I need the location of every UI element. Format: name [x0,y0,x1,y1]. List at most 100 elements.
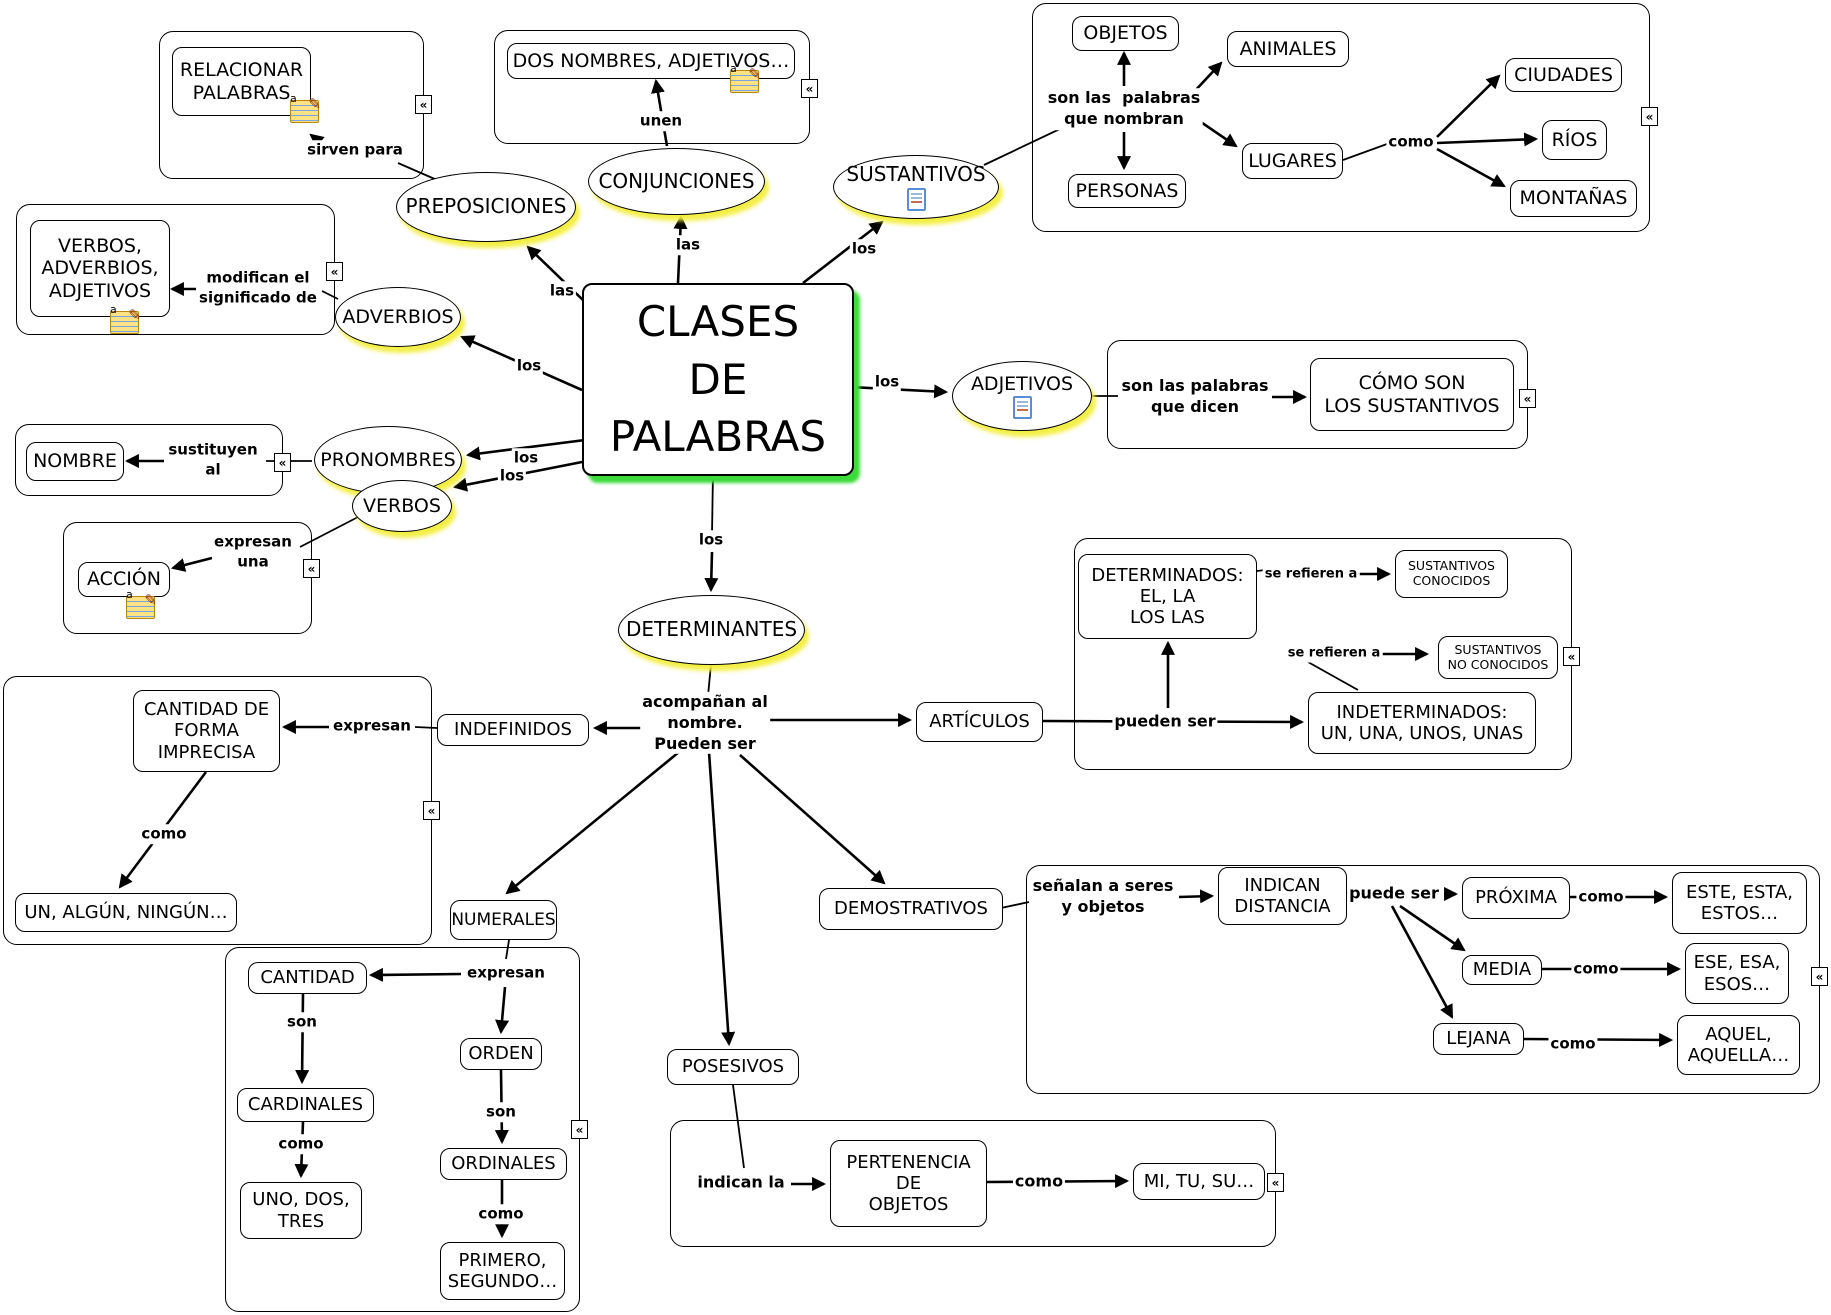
link-modifican-el-significado[interactable]: modifican el significado de [197,268,319,308]
link-los-adverbios[interactable]: los [514,356,544,376]
link-como-proxima[interactable]: como [1576,887,1626,907]
node-articulos[interactable]: ARTÍCULOS [916,702,1043,742]
link-expresan-indefinidos[interactable]: expresan [331,716,413,736]
node-cardinales[interactable]: CARDINALES [237,1088,374,1122]
chevron-accion-collapse-icon[interactable]: « [303,559,320,578]
node-indeterminados[interactable]: INDETERMINADOS: UN, UNA, UNOS, UNAS [1308,692,1536,754]
node-demostrativos-label: DEMOSTRATIVOS [834,898,988,920]
node-media[interactable]: MEDIA [1462,955,1542,985]
link-los-determinantes[interactable]: los [696,530,726,550]
node-como-son-los-sustantivos[interactable]: CÓMO SON LOS SUSTANTIVOS [1310,358,1514,431]
node-este-esta-estos[interactable]: ESTE, ESTA, ESTOS… [1672,872,1807,934]
link-como-media[interactable]: como [1571,959,1621,979]
link-como-posesivos[interactable]: como [1012,1171,1066,1193]
note-accion-annotation-icon[interactable]: a✎ [126,588,157,619]
link-como-ordinales[interactable]: como [476,1204,526,1224]
node-numerales[interactable]: NUMERALES [450,900,557,940]
node-ciudades[interactable]: CIUDADES [1505,58,1622,92]
link-son-las-palabras-que-dicen[interactable]: son las palabras que dicen [1119,376,1271,418]
node-rios[interactable]: RÍOS [1542,120,1607,160]
node-verbos-adverbios-adjetivos[interactable]: VERBOS, ADVERBIOS, ADJETIVOS [30,220,170,317]
link-expresan-numerales[interactable]: expresan [465,963,547,983]
link-son-ordinales[interactable]: son [484,1102,518,1122]
chevron-adjetivos-collapse-icon[interactable]: « [1519,389,1536,408]
node-clases-de-palabras[interactable]: CLASES DE PALABRAS [582,283,854,476]
chevron-sustantivos-collapse-icon[interactable]: « [1641,107,1658,126]
node-relacionar-palabras[interactable]: RELACIONAR PALABRAS [172,47,311,116]
link-unen[interactable]: unen [637,111,685,131]
chevron-indefinidos-collapse-icon[interactable]: « [423,801,440,820]
link-las-preposiciones[interactable]: las [547,281,577,301]
node-orden[interactable]: ORDEN [460,1038,542,1070]
chevron-nombre-collapse-icon[interactable]: « [274,453,291,472]
link-los-sustantivos[interactable]: los [849,239,879,259]
node-lejana[interactable]: LEJANA [1433,1023,1524,1055]
ellipse-conjunciones[interactable]: CONJUNCIONES [588,148,765,215]
ellipse-preposiciones[interactable]: PREPOSICIONES [396,172,576,242]
link-senalan-a-seres[interactable]: señalan a seres y objetos [1030,876,1176,918]
node-ordinales[interactable]: ORDINALES [440,1148,567,1180]
note-relacionar-annotation-icon[interactable]: a✎ [290,92,321,123]
chevron-articulos-collapse-icon[interactable]: « [1563,647,1580,666]
link-puede-ser[interactable]: puede ser [1347,883,1441,905]
node-lugares[interactable]: LUGARES [1242,143,1343,179]
note-dos-nombres-annotation-icon[interactable]: a✎ [730,62,761,93]
link-como-lejana[interactable]: como [1548,1034,1598,1054]
link-los-verbos[interactable]: los [497,466,527,486]
node-ese-esa-esos[interactable]: ESE, ESA, ESOS… [1685,943,1789,1004]
node-primero-segundo[interactable]: PRIMERO, SEGUNDO… [440,1242,565,1300]
link-se-refieren-a-2[interactable]: se refieren a [1285,645,1383,663]
node-sustantivos-no-conocidos[interactable]: SUSTANTIVOS NO CONOCIDOS [1438,636,1558,679]
ellipse-adverbios[interactable]: ADVERBIOS [335,287,461,347]
node-aquel-aquella[interactable]: AQUEL, AQUELLA… [1677,1015,1800,1075]
node-posesivos[interactable]: POSESIVOS [667,1049,799,1085]
link-son-las-palabras-que-nombran[interactable]: son las palabras que nombran [1045,88,1203,130]
node-un-algun-ningun[interactable]: UN, ALGÚN, NINGÚN… [15,893,237,932]
link-los-adjetivos[interactable]: los [872,372,902,392]
link-pueden-ser[interactable]: pueden ser [1112,711,1218,733]
node-sustantivos-conocidos[interactable]: SUSTANTIVOS CONOCIDOS [1395,550,1508,598]
node-montanas[interactable]: MONTAÑAS [1510,180,1637,217]
node-mi-tu-su[interactable]: MI, TU, SU… [1133,1163,1265,1200]
link-como-lugares[interactable]: como [1386,132,1436,152]
chevron-dos-nombres-collapse-icon[interactable]: « [801,79,818,98]
ellipse-determinantes[interactable]: DETERMINANTES [618,595,805,665]
node-pertenencia-de-objetos[interactable]: PERTENENCIA DE OBJETOS [830,1140,987,1227]
node-proxima[interactable]: PRÓXIMA [1462,877,1570,919]
link-sustituyen-al[interactable]: sustituyen al [166,440,260,480]
link-las-conjunciones[interactable]: las [673,235,703,255]
node-demostrativos[interactable]: DEMOSTRATIVOS [819,888,1003,930]
link-los-pronombres[interactable]: los [511,448,541,468]
link-acompanan-al-nombre[interactable]: acompañan al nombre. Pueden ser [640,691,770,755]
ellipse-verbos[interactable]: VERBOS [352,480,452,532]
chevron-demostrativos-collapse-icon[interactable]: « [1811,967,1828,986]
node-pertenencia-de-objetos-label: PERTENENCIA DE OBJETOS [846,1151,971,1216]
node-nombre[interactable]: NOMBRE [26,442,124,481]
node-animales[interactable]: ANIMALES [1227,31,1349,67]
node-objetos[interactable]: OBJETOS [1072,16,1179,51]
link-expresan-una[interactable]: expresan una [212,532,294,572]
resource-document-icon[interactable] [1012,396,1032,420]
node-cantidad-imprecisa[interactable]: CANTIDAD DE FORMA IMPRECISA [133,690,280,772]
note-verbos-adverbios-annotation-icon[interactable]: a✎ [110,303,141,334]
link-como-indefinidos[interactable]: como [139,824,189,844]
node-accion[interactable]: ACCIÓN [78,562,170,597]
link-como-cardinales[interactable]: como [276,1134,326,1154]
link-indican-la[interactable]: indican la [695,1172,787,1194]
node-indican-distancia[interactable]: INDICAN DISTANCIA [1218,867,1347,925]
node-determinados[interactable]: DETERMINADOS: EL, LA LOS LAS [1078,554,1257,639]
node-cantidad[interactable]: CANTIDAD [248,962,367,994]
chevron-verbos-adverbios-collapse-icon[interactable]: « [326,262,343,281]
node-indefinidos[interactable]: INDEFINIDOS [437,714,589,746]
chevron-posesivos-collapse-icon[interactable]: « [1267,1173,1284,1192]
link-sirven-para[interactable]: sirven para [305,140,405,160]
chevron-relacionar-collapse-icon[interactable]: « [415,95,432,114]
link-son-cardinales[interactable]: son [285,1012,319,1032]
ellipse-sustantivos[interactable]: SUSTANTIVOS [833,155,999,219]
resource-document-icon[interactable] [906,187,926,211]
node-personas[interactable]: PERSONAS [1068,174,1186,208]
link-se-refieren-a-1[interactable]: se refieren a [1262,566,1360,584]
chevron-numerales-collapse-icon[interactable]: « [571,1120,588,1139]
node-uno-dos-tres[interactable]: UNO, DOS, TRES [240,1182,362,1239]
ellipse-adjetivos[interactable]: ADJETIVOS [952,361,1092,431]
